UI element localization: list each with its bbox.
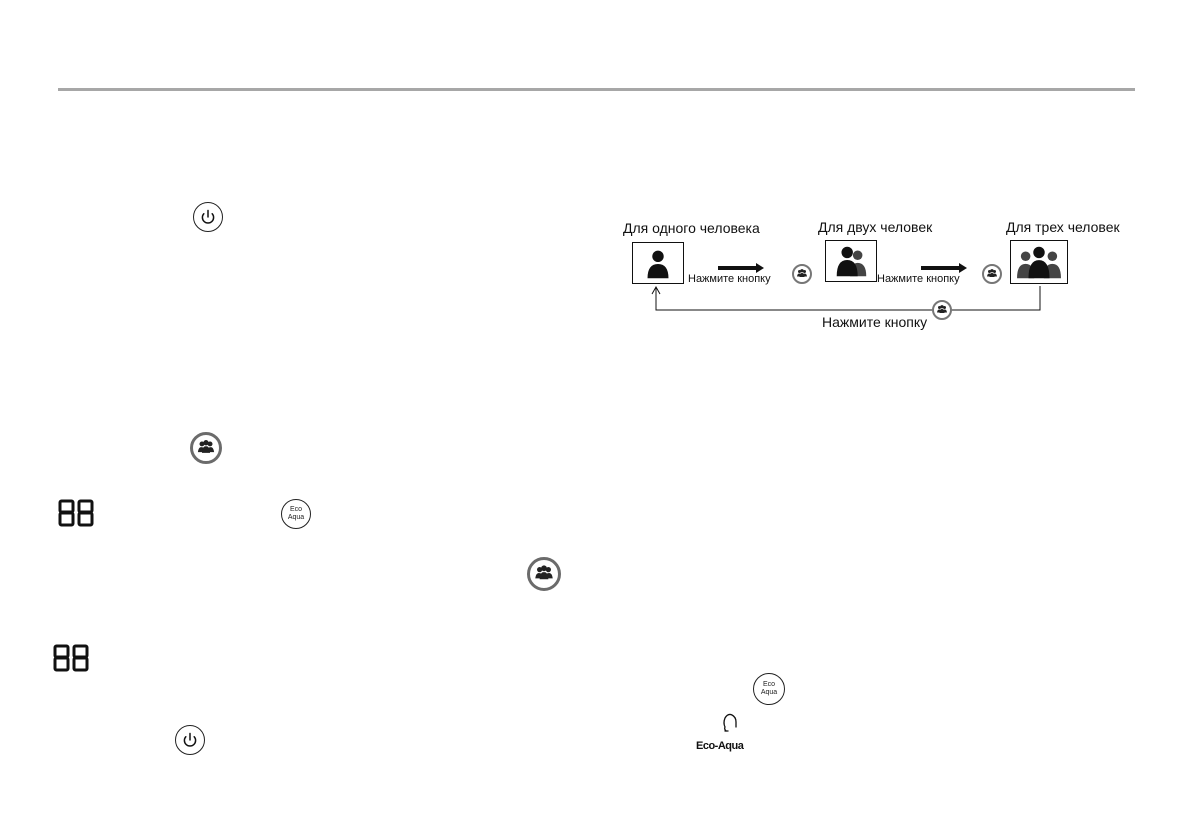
eco-label-line2: Aqua — [287, 514, 305, 521]
one-person-picture — [632, 242, 684, 284]
people-mode-mini-button-3 — [932, 300, 952, 320]
people-icon — [937, 305, 947, 313]
two-person-picture — [825, 240, 877, 282]
people-mode-mini-button — [792, 264, 812, 284]
people-icon — [197, 440, 215, 453]
people-mode-button-2[interactable] — [527, 557, 561, 591]
arrow-right-icon — [718, 263, 764, 273]
eco-label-line1: Eco — [289, 506, 303, 513]
eco-aqua-drop-icon — [723, 713, 737, 732]
segment-display-icon — [58, 499, 94, 527]
press-button-label-1: Нажмите кнопку — [688, 273, 771, 285]
eco-label-line2: Aqua — [760, 689, 778, 696]
eco-aqua-button[interactable]: Eco Aqua — [281, 499, 311, 529]
mode-three-label: Для трех человек — [1006, 219, 1120, 235]
power-icon — [183, 732, 197, 747]
segment-display-icon-2 — [53, 644, 89, 672]
one-person-icon — [647, 250, 669, 279]
people-icon — [987, 269, 997, 277]
press-button-label-2: Нажмите кнопку — [877, 273, 960, 285]
three-person-picture — [1010, 240, 1068, 284]
eco-aqua-label: Eco-Aqua — [696, 740, 744, 752]
power-button-2[interactable] — [175, 725, 205, 755]
eco-label-line1: Eco — [762, 681, 776, 688]
people-icon — [535, 565, 553, 580]
people-mode-mini-button-2 — [982, 264, 1002, 284]
header-divider — [58, 88, 1135, 91]
people-icon — [797, 269, 807, 277]
power-icon — [201, 209, 215, 224]
people-mode-button[interactable] — [190, 432, 222, 464]
press-button-return-label: Нажмите кнопку — [822, 314, 928, 330]
power-button[interactable] — [193, 202, 223, 232]
mode-one-label: Для одного человека — [623, 220, 760, 236]
three-person-icon — [1017, 246, 1061, 279]
two-person-icon — [836, 246, 867, 277]
arrow-right-icon-2 — [921, 263, 967, 273]
return-loop-arrow — [651, 285, 1041, 311]
eco-aqua-button-2[interactable]: Eco Aqua — [753, 673, 785, 705]
mode-two-label: Для двух человек — [818, 219, 933, 235]
